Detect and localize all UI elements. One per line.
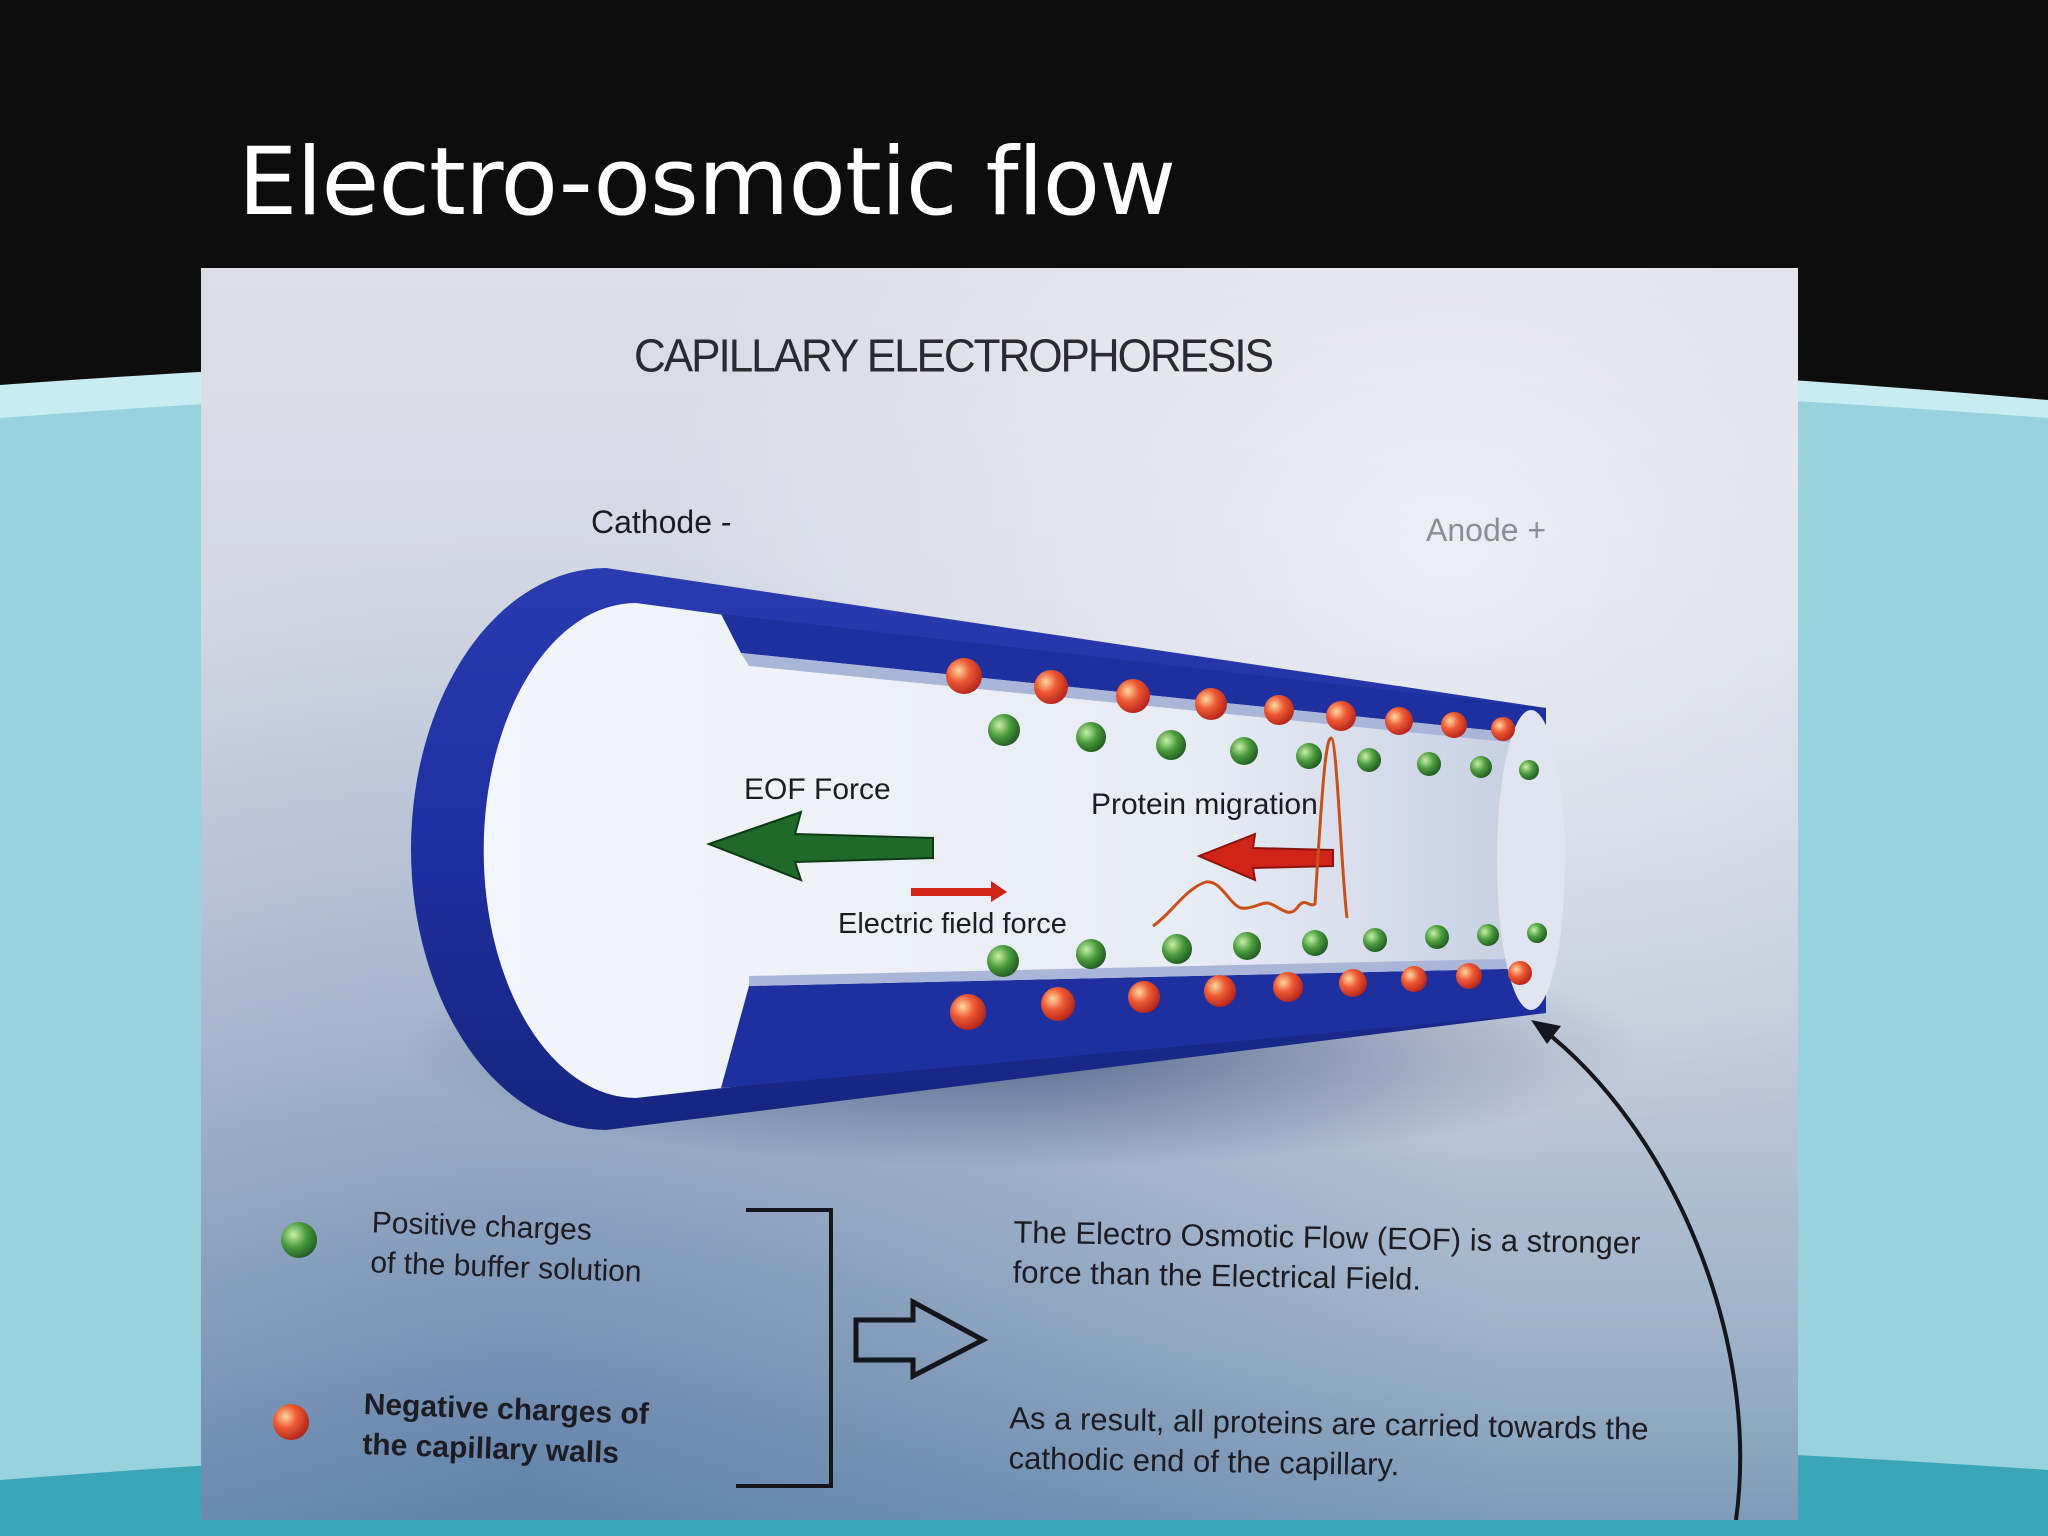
negative-charge xyxy=(1116,679,1150,713)
protein-migration-label: Protein migration xyxy=(1091,788,1318,821)
positive-charge xyxy=(1230,737,1258,765)
capillary-diagram xyxy=(273,568,1743,1520)
legend-negative-text: Negative charges of the capillary walls xyxy=(362,1385,650,1475)
positive-charge xyxy=(1519,760,1539,780)
diagram-photo: CAPILLARY ELECTROPHORESIS Cathode - Anod… xyxy=(201,268,1798,1520)
positive-charge xyxy=(1076,722,1106,752)
conclusion-arrow xyxy=(853,1297,989,1381)
capillary-open-end xyxy=(1497,710,1565,1010)
eof-force-label: EOF Force xyxy=(744,773,891,806)
positive-charge xyxy=(1156,730,1186,760)
positive-charges-lower xyxy=(987,923,1547,977)
electric-field-force-arrow xyxy=(911,881,1007,902)
negative-charge xyxy=(950,994,986,1030)
positive-charges-upper xyxy=(988,714,1539,780)
legend-positive-marker xyxy=(281,1222,317,1258)
positive-charge xyxy=(988,714,1020,746)
negative-charge xyxy=(1204,975,1236,1007)
positive-charge xyxy=(987,945,1019,977)
negative-charge xyxy=(1401,966,1427,992)
anode-label: Anode + xyxy=(1426,512,1547,548)
diagram-title: CAPILLARY ELECTROPHORESIS xyxy=(634,330,1274,383)
positive-charge xyxy=(1302,930,1328,956)
negative-charge xyxy=(1491,717,1515,741)
positive-charge xyxy=(1477,924,1499,946)
positive-charge xyxy=(1425,925,1449,949)
positive-charge xyxy=(1357,748,1381,772)
capillary-lower-wall xyxy=(721,968,1546,1088)
negative-charge xyxy=(1456,963,1482,989)
negative-charge xyxy=(946,658,982,694)
electropherogram-trace xyxy=(1152,736,1349,928)
positive-charge xyxy=(1417,752,1441,776)
negative-charges-lower xyxy=(950,961,1532,1030)
negative-charge xyxy=(1508,961,1532,985)
negative-charge xyxy=(1034,670,1068,704)
negative-charge xyxy=(1326,701,1356,731)
negative-charge xyxy=(1264,695,1294,725)
negative-charge xyxy=(1195,688,1227,720)
capillary-lower-wall-edge xyxy=(749,958,1546,986)
result-note: As a result, all proteins are carried to… xyxy=(1008,1398,1649,1489)
negative-charge xyxy=(1385,707,1413,735)
negative-charge xyxy=(1128,981,1160,1013)
negative-charge xyxy=(1441,712,1467,738)
electric-field-force-label: Electric field force xyxy=(838,908,1067,940)
eof-force-arrow xyxy=(706,810,934,882)
negative-charge xyxy=(1041,987,1075,1021)
negative-charge xyxy=(1339,969,1367,997)
negative-charge xyxy=(1273,972,1303,1002)
legend-bracket xyxy=(736,1208,833,1488)
positive-charge xyxy=(1363,928,1387,952)
slide-title: Electro-osmotic flow xyxy=(238,128,1176,237)
positive-charge xyxy=(1162,934,1192,964)
positive-charge xyxy=(1076,939,1106,969)
legend-negative-marker xyxy=(273,1404,309,1440)
eof-note: The Electro Osmotic Flow (EOF) is a stro… xyxy=(1012,1213,1640,1304)
positive-charge xyxy=(1470,756,1492,778)
curved-pointer-arrow xyxy=(1539,1026,1743,1520)
positive-charge xyxy=(1296,743,1322,769)
cathode-label: Cathode - xyxy=(591,504,732,540)
positive-charge xyxy=(1233,932,1261,960)
legend-positive-text: Positive charges of the buffer solution xyxy=(370,1203,644,1292)
curved-pointer-arrowhead xyxy=(1531,1020,1561,1044)
negative-charges-upper xyxy=(946,658,1515,741)
positive-charge xyxy=(1527,923,1547,943)
protein-migration-arrow xyxy=(1196,832,1334,882)
